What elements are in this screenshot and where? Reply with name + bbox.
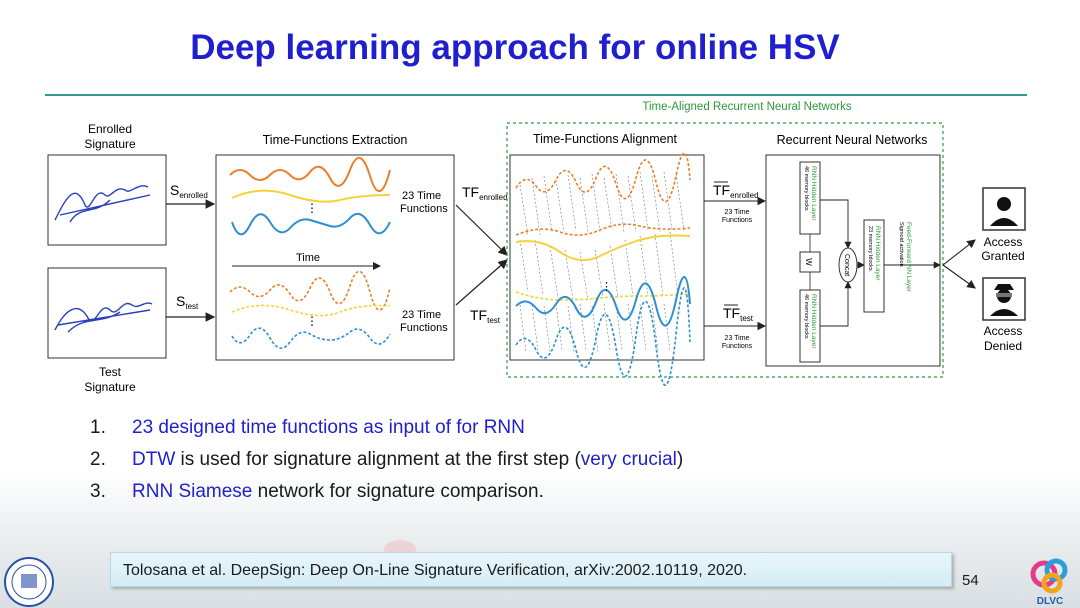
rnn-hidden-mid [863, 219, 885, 313]
link-bottom-concat [820, 281, 852, 327]
tarnn-frame [506, 122, 944, 378]
s-enrolled-label: Senrolled [170, 182, 208, 200]
aligned-blue-curve-test [515, 287, 691, 386]
extraction-box [215, 154, 455, 361]
test-signature-label-2: Signature [84, 380, 136, 394]
aligned-orange-curve-test [515, 223, 691, 236]
small-tf-top-2: Functions [722, 217, 753, 224]
rnn-title: Recurrent Neural Networks [777, 133, 928, 147]
arrow-to-granted [942, 239, 976, 266]
alignment-hatching [519, 171, 685, 353]
title-divider [45, 94, 1027, 96]
small-tf-bottom-2: Functions [722, 343, 753, 350]
extraction-title: Time-Functions Extraction [263, 133, 408, 147]
aligned-blue-curve [515, 276, 691, 327]
test-signature-box [47, 267, 167, 359]
bullet-text: DTW is used for signature alignment at t… [132, 449, 684, 470]
access-granted-label-2: Granted [981, 249, 1024, 263]
bullet-item: 2. DTW is used for signature alignment a… [90, 444, 683, 476]
bullet-number: 2. [90, 449, 106, 470]
dlvc-logo: DLVC [1030, 558, 1068, 606]
university-seal-logo [4, 557, 54, 607]
access-denied-label-2: Denied [984, 339, 1022, 353]
tarnn-title: Time-Aligned Recurrent Neural Networks [642, 101, 851, 113]
aligned-yellow-curve [515, 234, 691, 262]
small-tf-top-1: 23 Time [725, 209, 750, 216]
architecture-diagram: Enrolled Signature Test Signature Senrol… [47, 101, 1026, 394]
enrolled-signature-label-2: Signature [84, 137, 136, 151]
alignment-title: Time-Functions Alignment [533, 132, 678, 146]
enrolled-signature-box [47, 154, 167, 246]
enrolled-signature-icon [54, 185, 151, 223]
tf-count-bottom-1: 23 Time [402, 309, 441, 321]
bullet-list: 1. 23 designed time functions as input o… [90, 412, 683, 508]
rnn-hidden-mid-label-1: RNN Hidden Layer [874, 226, 881, 281]
bullet-text: RNN Siamese network for signature compar… [132, 481, 544, 502]
bullet-item: 3. RNN Siamese network for signature com… [90, 476, 683, 508]
tf-count-top-2: Functions [400, 203, 448, 215]
access-denied-label-1: Access [984, 324, 1023, 338]
arrow-tf-enrolled [455, 204, 508, 256]
test-signature-label-1: Test [99, 365, 122, 379]
aligned-orange-curve [515, 152, 691, 203]
curve-blue-test [231, 327, 391, 349]
tf-enrolled-label: TFenrolled [462, 184, 508, 202]
citation-box: Tolosana et al. DeepSign: Deep On-Line S… [110, 552, 952, 587]
bullet-item: 1. 23 designed time functions as input o… [90, 412, 683, 444]
ellipsis-test: ⋮ [306, 314, 318, 328]
tf-bar-enrolled: TFenrolled [713, 182, 759, 200]
ellipsis-enrolled: ⋮ [306, 201, 318, 215]
small-tf-bottom-1: 23 Time [725, 335, 750, 342]
rnn-hidden-mid-label-2: 23 memory blocks [867, 226, 873, 271]
rnn-hidden-bottom-label-2: 46 memory blocks [803, 294, 809, 339]
curve-yellow-enrolled [231, 189, 391, 203]
rnn-hidden-top-label-2: 46 memory blocks [803, 166, 809, 211]
page-number: 54 [962, 572, 979, 589]
ff-layer-label-2: Sigmoid activation [898, 222, 904, 267]
tf-count-bottom-2: Functions [400, 322, 448, 334]
bullet-text: 23 designed time functions as input of f… [132, 417, 525, 438]
curve-orange-enrolled [229, 157, 391, 192]
intruder-icon [990, 284, 1018, 316]
s-test-label: Stest [176, 293, 199, 311]
bullet-number: 3. [90, 481, 106, 502]
weights-label: W [804, 258, 813, 266]
rnn-hidden-top-label-1: RNN Hidden Layer [810, 166, 817, 221]
tf-bar-test: TFtest [723, 305, 754, 323]
ff-layer-label-1: Feed-Forward NN Layer [905, 222, 912, 293]
alignment-box [509, 154, 705, 361]
user-granted-icon [990, 197, 1018, 226]
rnn-hidden-bottom-label-1: RNN Hidden Layer [810, 294, 817, 349]
enrolled-signature-label-1: Enrolled [88, 122, 132, 136]
curve-orange-test [229, 270, 391, 311]
curve-blue-enrolled [231, 212, 391, 236]
svg-text:DLVC: DLVC [1037, 596, 1063, 606]
link-top-concat [820, 199, 852, 249]
bullet-number: 1. [90, 417, 106, 438]
curve-yellow-test [231, 304, 391, 317]
concat-label: Concat [843, 254, 850, 276]
alignment-ellipsis: ⋮ [601, 281, 612, 293]
time-axis-label: Time [296, 252, 320, 264]
tf-count-top-1: 23 Time [402, 190, 441, 202]
access-granted-label-1: Access [984, 235, 1023, 249]
test-signature-icon [54, 302, 153, 333]
arrow-tf-test [455, 259, 508, 306]
slide-title: Deep learning approach for online HSV [190, 28, 840, 67]
tf-test-label: TFtest [470, 307, 501, 325]
arrow-to-denied [942, 264, 976, 289]
